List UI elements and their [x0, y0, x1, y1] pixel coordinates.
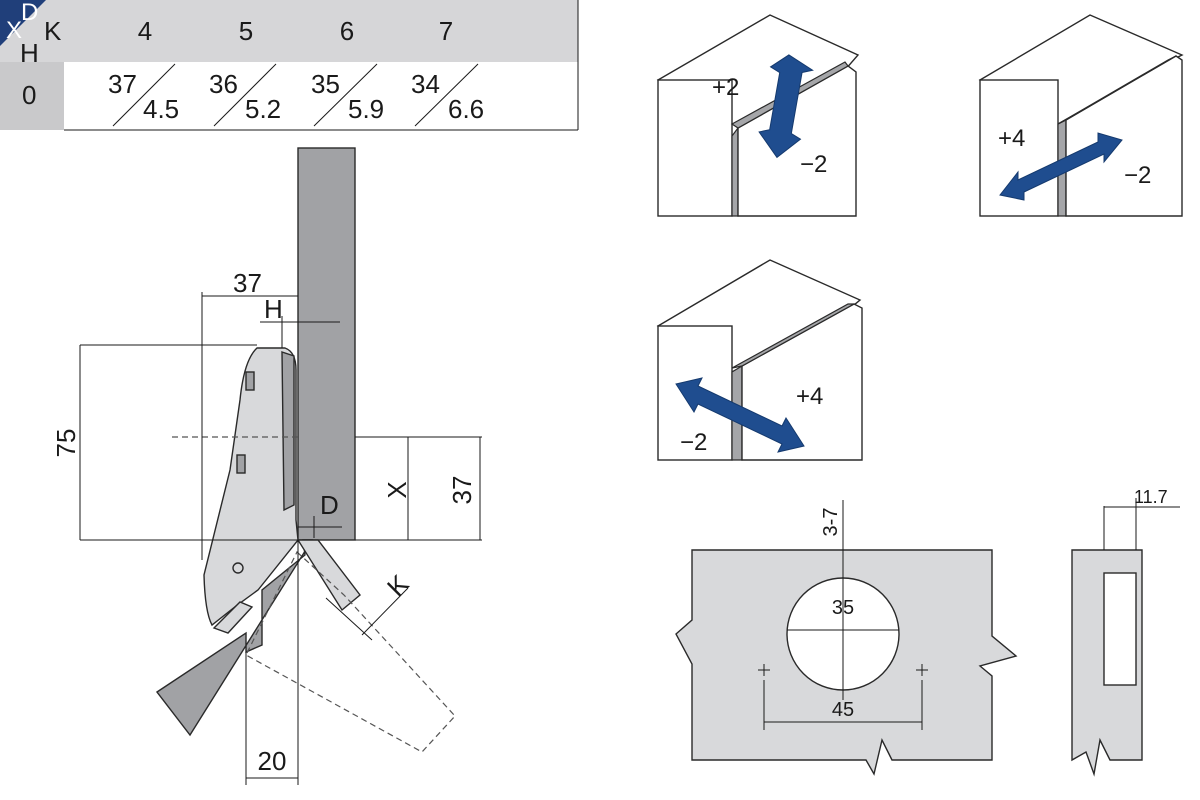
cabinet-side-panel [297, 147, 356, 541]
overlay-table: X D K H 0 4 5 6 7 37 4.5 36 5.2 35 5.9 3… [0, 0, 579, 131]
cup-diameter-label: 35 [832, 597, 854, 619]
arrow-depth-icon [999, 132, 1123, 201]
door-ghost-outline [245, 551, 456, 753]
adj-side-minus: −2 [680, 429, 707, 456]
screw-hole-right-icon [916, 664, 928, 676]
adj-vertical-plus: +2 [712, 74, 739, 101]
hole-spacing-label: 45 [832, 699, 854, 721]
adj-side-plus: +4 [796, 383, 823, 410]
dim-d: D [320, 490, 339, 520]
cell-bottom: 4.5 [143, 94, 179, 124]
door-edge [296, 539, 361, 612]
cell-top: 37 [108, 69, 137, 99]
dim-right: 37 [447, 476, 477, 505]
hinge-screw-mid [236, 454, 246, 474]
door-drilling-drawing: 35 3-7 45 [675, 500, 1018, 776]
adjustment-vertical-view: +2 −2 [656, 14, 860, 217]
table-corner-marker [0, 0, 46, 46]
cell-bottom: 5.2 [245, 94, 281, 124]
table-row-label: 0 [22, 80, 36, 110]
arrow-vertical-icon [758, 54, 814, 159]
table-row-label-cell [0, 62, 64, 130]
arrow-side-icon [675, 377, 805, 453]
door-drilling-section: 11.7 [1071, 487, 1180, 777]
cell-top: 36 [209, 69, 238, 99]
cell-bottom: 5.9 [348, 94, 384, 124]
hinge-cup-flange [212, 601, 254, 634]
adj-depth-plus: +4 [998, 125, 1025, 152]
table-cell: 34 6.6 [411, 63, 484, 127]
table-k-4: 4 [138, 16, 152, 46]
table-k-7: 7 [439, 16, 453, 46]
table-cell: 37 4.5 [108, 63, 179, 127]
adj-depth-minus: −2 [1124, 162, 1151, 189]
hinge-section-drawing: 37 H 75 X 37 D K 20 [51, 147, 482, 785]
adjustment-side-view: +4 −2 [656, 259, 863, 461]
cell-top: 35 [311, 69, 340, 99]
table-k-5: 5 [239, 16, 253, 46]
table-corner-d: D [21, 0, 38, 26]
door-panel-open [155, 539, 314, 737]
dim-height: 75 [51, 429, 81, 458]
dim-top-width: 37 [233, 268, 262, 298]
cabinet-body [657, 79, 733, 217]
edge-distance-label: 3-7 [820, 508, 842, 537]
table-header-row [0, 0, 578, 62]
cell-top: 34 [411, 69, 440, 99]
table-corner-h: H [20, 38, 39, 68]
table-corner-k: K [44, 16, 62, 46]
hinge-mounting-plate [281, 351, 295, 512]
hinge-screw-top [245, 371, 255, 391]
dim-x: X [382, 481, 412, 498]
adj-vertical-minus: −2 [800, 151, 827, 178]
table-cell: 35 5.9 [311, 63, 384, 127]
hinge-pivot [232, 562, 244, 574]
dim-bottom: 20 [258, 746, 287, 776]
cup-depth-label: 11.7 [1134, 487, 1168, 507]
table-cell: 36 5.2 [209, 63, 281, 127]
table-k-6: 6 [340, 16, 354, 46]
cup-recess [1103, 572, 1137, 686]
cell-bottom: 6.6 [448, 94, 484, 124]
adjustment-depth-view: +4 −2 [978, 14, 1184, 217]
dim-h: H [264, 294, 283, 324]
table-corner-x: X [6, 17, 22, 44]
dim-k: K [381, 568, 415, 602]
screw-hole-left-icon [758, 664, 770, 676]
